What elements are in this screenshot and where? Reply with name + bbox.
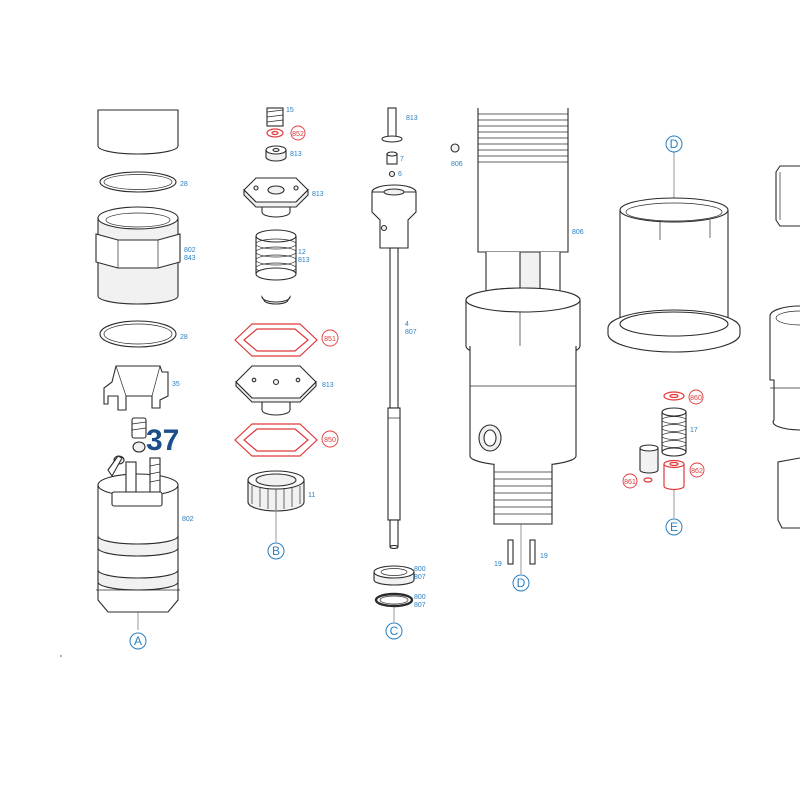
label-813-spring: 813 [298, 257, 310, 264]
letter-d: D [517, 576, 526, 590]
part-862-cylinder [663, 459, 685, 491]
label-806-body: 806 [572, 229, 584, 236]
part-800-ring [373, 565, 415, 586]
part-7-sleeve [386, 151, 398, 165]
part-cropped-bottom [777, 457, 800, 529]
ring-852 [290, 125, 306, 141]
label-35: 35 [172, 381, 180, 388]
label-4: 4 [405, 321, 409, 328]
callout-b [267, 542, 285, 560]
column-d: D 806 806 19 19 [450, 108, 584, 592]
ring-862 [689, 462, 705, 478]
label-813-shim: 813 [290, 151, 302, 158]
column-c: C 813 7 6 4 807 800 807 800 807 [371, 107, 426, 640]
ring-850 [321, 430, 339, 448]
letter-c: C [390, 624, 399, 638]
part-cropped-top [775, 165, 800, 227]
label-813-plate: 813 [312, 191, 324, 198]
letter-d2: D [670, 137, 679, 151]
callout-e [665, 518, 683, 536]
callout-a [129, 632, 147, 650]
part-813-plate [243, 177, 309, 218]
column-b: B 15 852 813 813 12 813 851 813 850 11 [234, 107, 339, 560]
label-852: 852 [292, 131, 304, 138]
label-15: 15 [286, 107, 294, 114]
part-802-housing [96, 455, 180, 613]
part-28-oring-bottom [99, 320, 177, 348]
label-807-oring: 807 [414, 602, 426, 609]
part-861-cylinder [639, 444, 659, 483]
part-806-injector-body [465, 108, 581, 525]
label-19-right: 19 [540, 553, 548, 560]
label-813-pin: 813 [406, 115, 418, 122]
label-813-hexplate: 813 [322, 382, 334, 389]
label-800-oring: 800 [414, 594, 426, 601]
part-valve-body [371, 184, 417, 249]
ring-851 [321, 329, 339, 347]
letter-e: E [670, 520, 678, 534]
stray-dot [60, 655, 62, 657]
letter-b: B [272, 544, 280, 558]
label-12: 12 [298, 249, 306, 256]
part-17-spring [661, 407, 687, 457]
label-28-top: 28 [180, 181, 188, 188]
part-35-clip [103, 365, 169, 411]
label-807-rod: 807 [405, 329, 417, 336]
part-813-shim [265, 145, 287, 162]
label-28-bottom: 28 [180, 334, 188, 341]
ring-861 [622, 473, 638, 489]
part-802-nut [95, 206, 181, 305]
ring-860 [688, 389, 704, 405]
part-4-rod [387, 247, 401, 550]
part-15-spring [266, 107, 284, 127]
part-28-oring-top [99, 171, 177, 193]
part-813-pin [387, 107, 397, 139]
part-19-pin-left [507, 539, 514, 565]
part-813-hexplate [235, 365, 317, 416]
part-852-washer [266, 128, 284, 138]
part-cylinder-top [97, 109, 179, 155]
label-17: 17 [690, 427, 698, 434]
label-861: 861 [624, 479, 636, 486]
part-c-clip [261, 295, 291, 305]
part-850-gasket [234, 423, 318, 457]
column-e: D [607, 135, 741, 536]
label-862: 862 [691, 468, 703, 475]
letter-a: A [134, 634, 142, 648]
part-851-gasket [234, 323, 318, 357]
label-843: 843 [184, 255, 196, 262]
part-sleeve-d [607, 197, 741, 353]
part-6-ball [388, 170, 396, 178]
label-850: 850 [324, 437, 336, 444]
part-860-washer [663, 391, 685, 401]
column-a: 37 A 28 802 843 28 35 802 [95, 109, 196, 650]
label-806-ball: 806 [451, 161, 463, 168]
label-7: 7 [400, 156, 404, 163]
callout-d [512, 574, 530, 592]
label-851: 851 [324, 336, 336, 343]
part-12-spring [255, 229, 297, 281]
label-800-ring: 800 [414, 566, 426, 573]
part-cropped-middle [769, 305, 800, 431]
label-807-ring: 807 [414, 574, 426, 581]
label-11: 11 [308, 492, 315, 499]
label-19-left: 19 [494, 561, 502, 568]
part-11-ring [247, 470, 305, 512]
label-802-nut: 802 [184, 247, 196, 254]
callout-c [385, 622, 403, 640]
column-f-cropped [769, 165, 800, 529]
label-860: 860 [690, 395, 702, 402]
label-6: 6 [398, 171, 402, 178]
callout-37: 37 [146, 424, 179, 457]
part-806-ball [450, 143, 460, 153]
label-802-housing: 802 [182, 516, 194, 523]
part-800-oring [374, 592, 414, 608]
part-19-pin-right [529, 539, 536, 565]
